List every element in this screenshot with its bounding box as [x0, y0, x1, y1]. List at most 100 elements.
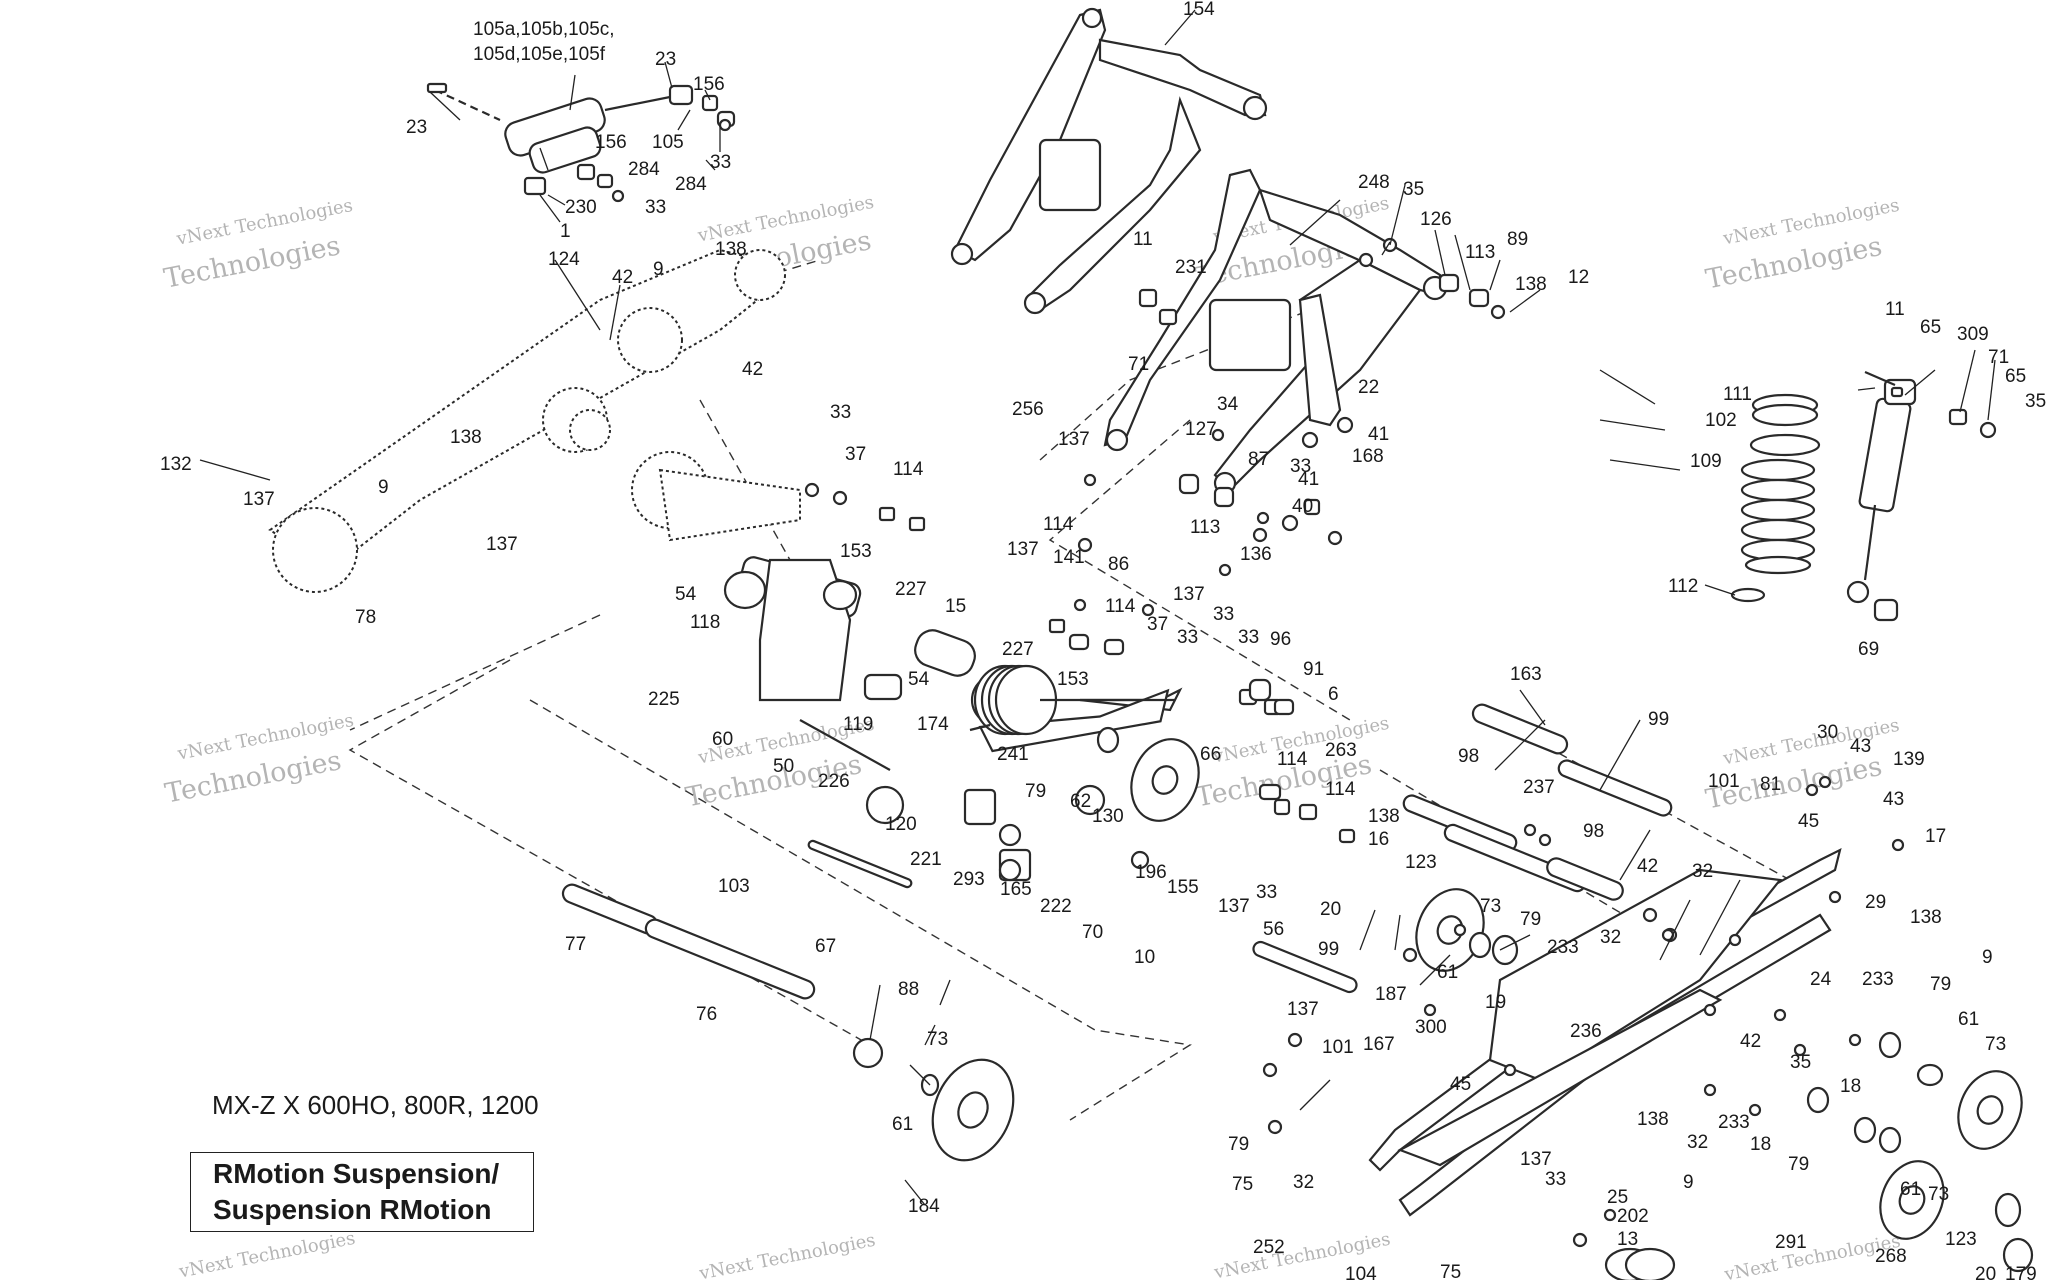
callout-130: 130	[1092, 806, 1124, 827]
callout-252: 252	[1253, 1237, 1285, 1258]
callout-165: 165	[1000, 879, 1032, 900]
watermark: vNext Technologies Technologies	[1703, 715, 1901, 816]
callout-79: 79	[1228, 1134, 1249, 1155]
watermark: vNext Technologies Technologies	[161, 195, 354, 295]
callout-35: 35	[2025, 391, 2046, 412]
callout-70: 70	[1082, 922, 1103, 943]
callout-71: 71	[1988, 347, 2009, 368]
slide-rails	[1368, 847, 1842, 1217]
callout-33: 33	[1213, 604, 1234, 625]
wheels	[852, 726, 2034, 1280]
callout-56: 56	[1263, 919, 1284, 940]
callout-136: 136	[1240, 544, 1272, 565]
callout-20: 20	[1320, 899, 1341, 920]
rear-idler-assembly	[268, 248, 801, 593]
callout-98: 98	[1458, 746, 1479, 767]
callout-22: 22	[1358, 377, 1379, 398]
callout-54: 54	[908, 669, 930, 690]
callout-202: 202	[1617, 1206, 1649, 1227]
diagram-title-line-2: Suspension RMotion	[213, 1194, 492, 1225]
callout-73: 73	[927, 1029, 948, 1050]
callout-105-group-a: 105a,105b,105c,	[473, 19, 615, 40]
callout-127: 127	[1185, 419, 1217, 440]
callout-163: 163	[1510, 664, 1542, 685]
front-shock-and-spring	[1730, 370, 1997, 622]
callout-73: 73	[1480, 896, 1501, 917]
callout-13: 13	[1617, 1229, 1638, 1250]
callout-18: 18	[1750, 1134, 1771, 1155]
callout-132: 132	[160, 454, 192, 475]
callout-241: 241	[997, 744, 1029, 765]
callout-187: 187	[1375, 984, 1407, 1005]
callout-66: 66	[1200, 744, 1221, 765]
callout-33: 33	[645, 197, 666, 218]
callout-233: 233	[1547, 937, 1579, 958]
callout-81: 81	[1760, 774, 1781, 795]
callout-156: 156	[595, 132, 627, 153]
callout-137: 137	[243, 489, 275, 510]
callout-33: 33	[1256, 882, 1277, 903]
callout-32: 32	[1687, 1132, 1708, 1153]
callout-69: 69	[1858, 639, 1879, 660]
callout-75: 75	[1232, 1174, 1253, 1195]
callout-226: 226	[818, 771, 850, 792]
callout-32: 32	[1692, 861, 1713, 882]
callout-9: 9	[1683, 1172, 1694, 1193]
callout-300: 300	[1415, 1017, 1447, 1038]
callout-119: 119	[843, 714, 873, 735]
callout-60: 60	[712, 729, 733, 750]
watermark: vNext Technologies	[697, 1230, 878, 1280]
callout-79: 79	[1788, 1154, 1809, 1175]
callout-138: 138	[450, 427, 482, 448]
callout-42: 42	[1637, 856, 1658, 877]
callout-118: 118	[690, 612, 720, 633]
callout-114: 114	[1043, 514, 1074, 535]
callout-79: 79	[1025, 781, 1046, 802]
callout-256: 256	[1012, 399, 1044, 420]
callout-227: 227	[895, 579, 927, 600]
callout-91: 91	[1303, 659, 1324, 680]
callout-138: 138	[1637, 1109, 1669, 1130]
callout-33: 33	[1177, 627, 1198, 648]
callout-123: 123	[1405, 852, 1437, 873]
callout-1: 1	[560, 221, 571, 242]
callout-168: 168	[1352, 446, 1384, 467]
rear-arm-assembly	[1103, 168, 1448, 495]
callout-222: 222	[1040, 896, 1072, 917]
callout-23: 23	[406, 117, 427, 138]
callout-41: 41	[1368, 424, 1389, 445]
callout-19: 19	[1485, 992, 1506, 1013]
callout-155: 155	[1167, 877, 1199, 898]
callout-221: 221	[910, 849, 942, 870]
callout-112: 112	[1668, 576, 1698, 597]
callout-124: 124	[548, 249, 580, 270]
callout-29: 29	[1865, 892, 1886, 913]
callout-34: 34	[1217, 394, 1239, 415]
watermark: vNext Technologies Technologies	[162, 710, 355, 810]
svg-text:vNext Technologies: vNext Technologies	[177, 1228, 358, 1280]
callout-41: 41	[1298, 469, 1319, 490]
callout-137: 137	[1058, 429, 1090, 450]
callout-15: 15	[945, 596, 966, 617]
rear-shock-absorber	[426, 82, 736, 203]
callout-73: 73	[1985, 1034, 2006, 1055]
diagram-title-box: RMotion Suspension/ Suspension RMotion	[190, 1152, 534, 1232]
callout-293: 293	[953, 869, 985, 890]
callout-114: 114	[893, 459, 924, 480]
watermark: vNext Technologies Technologies	[1703, 195, 1901, 296]
torsion-spring	[969, 664, 1175, 736]
callout-233: 233	[1718, 1112, 1750, 1133]
callout-61: 61	[892, 1114, 913, 1135]
callout-137: 137	[1287, 999, 1319, 1020]
callout-42: 42	[612, 267, 633, 288]
callout-114: 114	[1325, 779, 1356, 800]
callout-50: 50	[773, 756, 794, 777]
callout-18: 18	[1840, 1076, 1861, 1097]
callout-105: 105	[652, 132, 684, 153]
callout-291: 291	[1775, 1232, 1807, 1253]
callout-89: 89	[1507, 229, 1528, 250]
callout-114: 114	[1105, 596, 1136, 617]
callout-43: 43	[1883, 789, 1904, 810]
callout-79: 79	[1930, 974, 1951, 995]
